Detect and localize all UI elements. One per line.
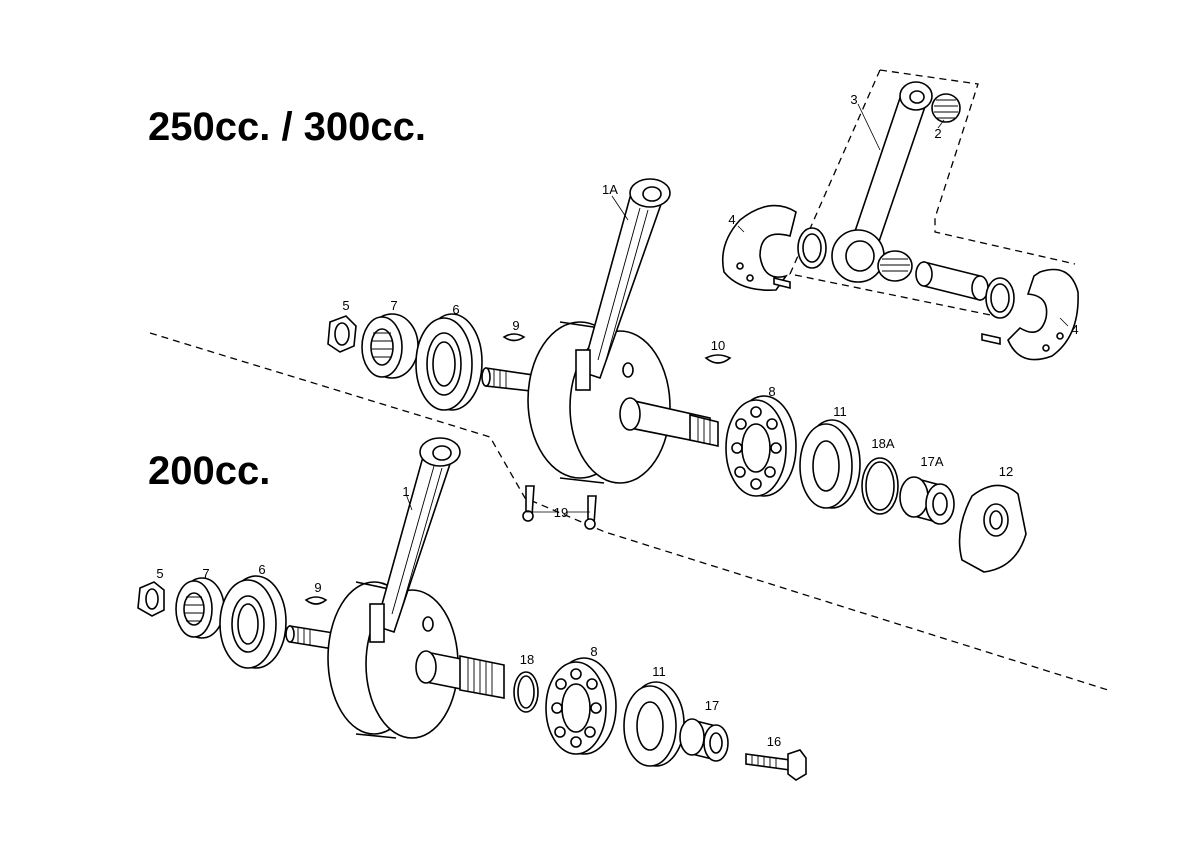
title-200cc: 200cc.	[148, 449, 270, 493]
part-2-needle-bearing	[931, 93, 961, 123]
section-divider-line	[149, 332, 1109, 691]
crank-right-shaft-upper	[619, 397, 719, 447]
part-17a-spacer	[899, 476, 955, 525]
upper-crankshaft-assembly	[327, 178, 1027, 573]
part-17-spacer	[679, 718, 729, 762]
label-17: 17	[705, 698, 719, 713]
label-11-lower: 11	[652, 664, 666, 679]
part-18-o-ring	[513, 671, 539, 713]
dowel-pin-left	[773, 276, 791, 290]
part-7-bearing-upper	[361, 313, 419, 379]
conrod-kit	[721, 81, 1079, 361]
label-4-left: 4	[728, 212, 735, 227]
label-9-lower: 9	[314, 580, 321, 595]
part-9-key-upper	[502, 333, 526, 342]
crank-right-shaft-lower	[415, 650, 505, 699]
label-8-lower: 8	[590, 644, 597, 659]
label-7-upper: 7	[390, 298, 397, 313]
big-end-needle-bearing	[877, 250, 913, 282]
crank-pin	[915, 260, 989, 302]
label-17a: 17A	[920, 454, 943, 469]
label-16: 16	[767, 734, 781, 749]
label-10: 10	[711, 338, 725, 353]
label-7-lower: 7	[202, 566, 209, 581]
part-6-bearing-upper	[415, 313, 483, 411]
part-11-oil-seal-upper	[799, 419, 861, 509]
label-9-upper: 9	[512, 318, 519, 333]
part-5-nut-lower	[137, 581, 165, 617]
label-5-lower: 5	[156, 566, 163, 581]
part-4-crank-half-left	[721, 204, 797, 291]
label-6-upper: 6	[452, 302, 459, 317]
label-12: 12	[999, 464, 1013, 479]
label-19: 19	[554, 505, 568, 520]
crank-left-shaft-upper	[481, 367, 541, 393]
part-9-key-lower	[304, 596, 328, 605]
leader-lines	[405, 103, 1069, 513]
label-1a: 1A	[602, 182, 618, 197]
part-19-bolts	[522, 485, 597, 530]
part-5-nut-upper	[327, 315, 357, 353]
label-18a: 18A	[871, 436, 894, 451]
part-7-bearing-lower	[175, 577, 225, 639]
label-1: 1	[402, 484, 409, 499]
part-8-bearing-upper	[725, 395, 797, 497]
part-4-crank-half-right	[1007, 268, 1079, 361]
label-8-upper: 8	[768, 384, 775, 399]
conrod-kit-bracket	[789, 69, 1076, 319]
part-8-bearing-lower	[545, 657, 617, 755]
label-6-lower: 6	[258, 562, 265, 577]
part-number-labels: 1A 2 3 4 4 5 7 6 9 10 8 11 18A 17A 12 19…	[156, 92, 1078, 749]
lower-crankshaft-assembly	[137, 437, 807, 781]
label-5-upper: 5	[342, 298, 349, 313]
label-11-upper: 11	[833, 404, 847, 419]
title-250-300cc: 250cc. / 300cc.	[148, 105, 426, 149]
part-1a-connecting-rod	[575, 178, 671, 391]
part-3-connecting-rod	[831, 81, 933, 283]
label-18: 18	[520, 652, 534, 667]
dowel-pin-right	[981, 333, 1001, 345]
part-16-bolt	[745, 749, 807, 781]
part-10-key	[704, 354, 732, 364]
label-4-right: 4	[1071, 322, 1078, 337]
part-11-oil-seal-lower	[623, 681, 685, 767]
part-6-bearing-lower	[219, 575, 287, 669]
label-3: 3	[850, 92, 857, 107]
part-1-connecting-rod	[369, 437, 461, 643]
part-18a-o-ring	[861, 457, 899, 515]
part-12-cam	[958, 484, 1027, 573]
label-2: 2	[934, 126, 941, 141]
